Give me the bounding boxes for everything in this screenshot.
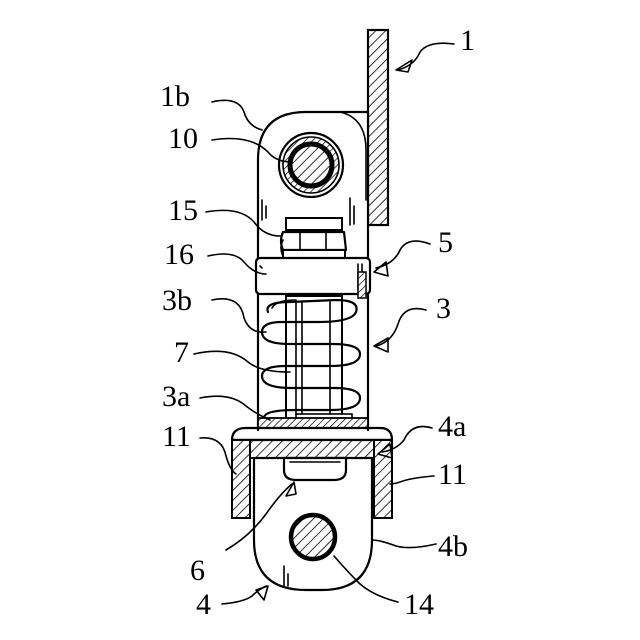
label-10: 10 — [168, 122, 198, 155]
label-15: 15 — [168, 194, 198, 227]
label-3: 3 — [436, 292, 451, 325]
label-3a: 3a — [162, 380, 190, 413]
rod-7 — [286, 296, 352, 424]
washer-16 — [256, 258, 370, 294]
pin-14 — [291, 515, 335, 559]
nut-15 — [281, 218, 346, 258]
label-16: 16 — [164, 238, 194, 271]
mounting-plate-1 — [368, 30, 388, 225]
label-4a: 4a — [438, 410, 466, 443]
label-4b: 4b — [438, 530, 468, 563]
cover-plate-4a — [232, 428, 392, 458]
label-7: 7 — [174, 336, 189, 369]
label-4: 4 — [196, 588, 211, 621]
label-11-left: 11 — [162, 420, 191, 453]
spring-seat-3a — [258, 418, 368, 428]
label-5: 5 — [438, 226, 453, 259]
label-3b: 3b — [162, 284, 192, 317]
label-1b: 1b — [160, 80, 190, 113]
label-11-right: 11 — [438, 458, 467, 491]
label-6: 6 — [190, 554, 205, 587]
pin-10 — [279, 133, 343, 197]
label-1: 1 — [460, 24, 475, 57]
side-cover-11-left — [232, 440, 250, 518]
label-14: 14 — [404, 588, 434, 621]
elastic-member-6 — [284, 458, 346, 480]
